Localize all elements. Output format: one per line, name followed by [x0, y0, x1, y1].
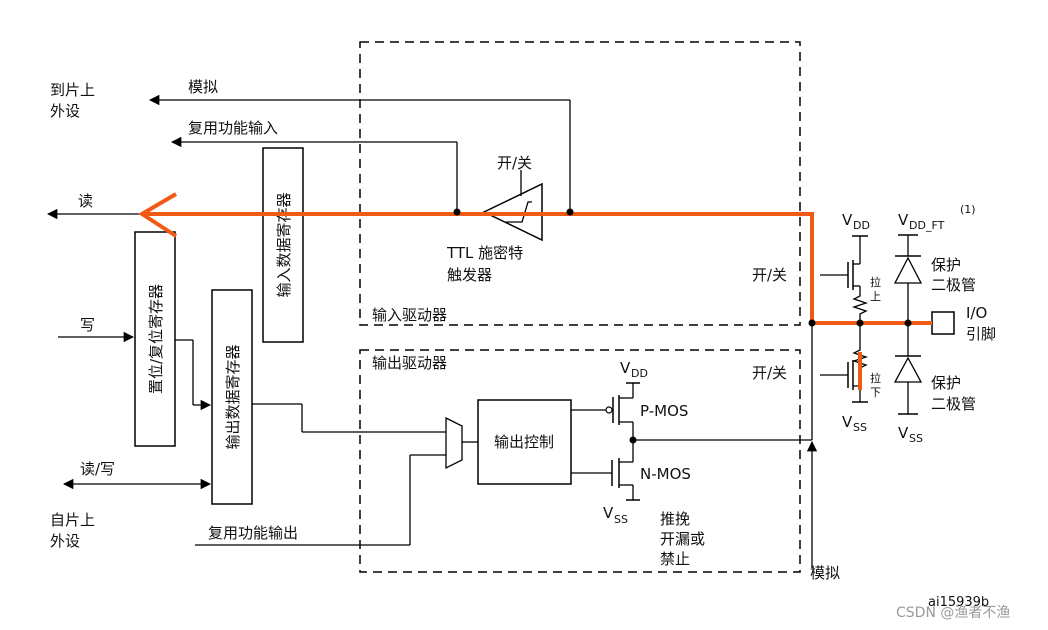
from-onchip-peripheral-label-2: 外设 — [50, 532, 80, 550]
vdd-ft-label: V — [898, 211, 909, 229]
read-label: 读 — [78, 192, 93, 210]
write-label: 写 — [80, 316, 95, 334]
from-onchip-peripheral-label-1: 自片上 — [50, 511, 95, 529]
output-control-label: 输出控制 — [494, 433, 554, 451]
bit-set-reset-register-label: 置位/复位寄存器 — [147, 284, 165, 394]
protection-diode-top-label-2: 二极管 — [931, 276, 976, 294]
analog-bottom-label: 模拟 — [810, 564, 840, 582]
push-pull-label-2: 开漏或 — [660, 530, 705, 548]
input-driver-label: 输入驱动器 — [372, 306, 447, 324]
input-data-register-box — [262, 147, 304, 343]
highlighted-read-path — [138, 192, 932, 390]
pullup-on-off-label: 开/关 — [752, 266, 787, 284]
protection-diode-bottom — [893, 356, 923, 383]
to-onchip-peripheral-label-1: 到片上 — [50, 81, 95, 99]
alt-func-input-label: 复用功能输入 — [188, 119, 278, 137]
to-onchip-peripheral-label-2: 外设 — [50, 102, 80, 120]
nmos-vss-sub: SS — [614, 513, 628, 526]
input-driver-box — [359, 41, 801, 326]
output-control-box — [477, 399, 572, 485]
ttl-schmitt-label-1: TTL 施密特 — [446, 244, 523, 262]
pull-up-label-2: 上 — [870, 290, 881, 303]
push-pull-label-3: 禁止 — [660, 550, 690, 568]
pmos-label: P-MOS — [640, 402, 688, 420]
vdd-ft-sub: DD_FT — [909, 219, 945, 232]
bit-set-reset-register-box — [134, 231, 176, 447]
pullup-vdd-label: V — [842, 211, 853, 229]
io-pin-label-1: I/O — [966, 304, 987, 322]
pull-down-label-1: 拉 — [870, 371, 881, 385]
diode-vss-label: V — [898, 424, 909, 442]
protection-diode-bottom-label-1: 保护 — [931, 374, 961, 392]
pulldown-vss-label: V — [842, 413, 853, 431]
ttl-schmitt-label-2: 触发器 — [447, 266, 492, 284]
analog-top-label: 模拟 — [188, 78, 218, 96]
output-on-off-label: 开/关 — [752, 364, 787, 382]
diode-vss-sub: SS — [909, 432, 923, 445]
pmos-vdd-sub: DD — [631, 367, 648, 380]
figure-id: ai15939b — [928, 595, 989, 610]
protection-diode-top — [893, 256, 923, 284]
pullup-vdd-sub: DD — [853, 219, 870, 232]
nmos-label: N-MOS — [640, 465, 691, 483]
protection-diode-bottom-label-2: 二极管 — [931, 395, 976, 413]
schmitt-on-off-label: 开/关 — [497, 154, 532, 172]
output-data-register-box — [211, 289, 253, 505]
output-data-register-label: 输出数据寄存器 — [224, 344, 242, 449]
io-pin-label-2: 引脚 — [966, 325, 996, 343]
pulldown-vss-sub: SS — [853, 421, 867, 434]
alt-func-output-label: 复用功能输出 — [208, 524, 298, 542]
push-pull-label-1: 推挽 — [660, 510, 690, 528]
output-mux — [445, 416, 463, 470]
watermark: CSDN @渔者不渔 — [896, 605, 1010, 621]
pull-down-label-2: 下 — [870, 386, 881, 399]
vdd-ft-note: (1) — [960, 203, 976, 216]
io-pin-box — [931, 311, 955, 335]
pmos-vdd-label: V — [620, 359, 631, 377]
nmos-vss-label: V — [603, 504, 614, 522]
protection-diode-top-label-1: 保护 — [931, 256, 961, 274]
output-driver-box — [359, 349, 801, 573]
read-write-label: 读/写 — [80, 460, 115, 478]
output-driver-label: 输出驱动器 — [372, 354, 447, 372]
input-data-register-label: 输入数据寄存器 — [275, 192, 293, 297]
pull-up-label-1: 拉 — [870, 275, 881, 289]
